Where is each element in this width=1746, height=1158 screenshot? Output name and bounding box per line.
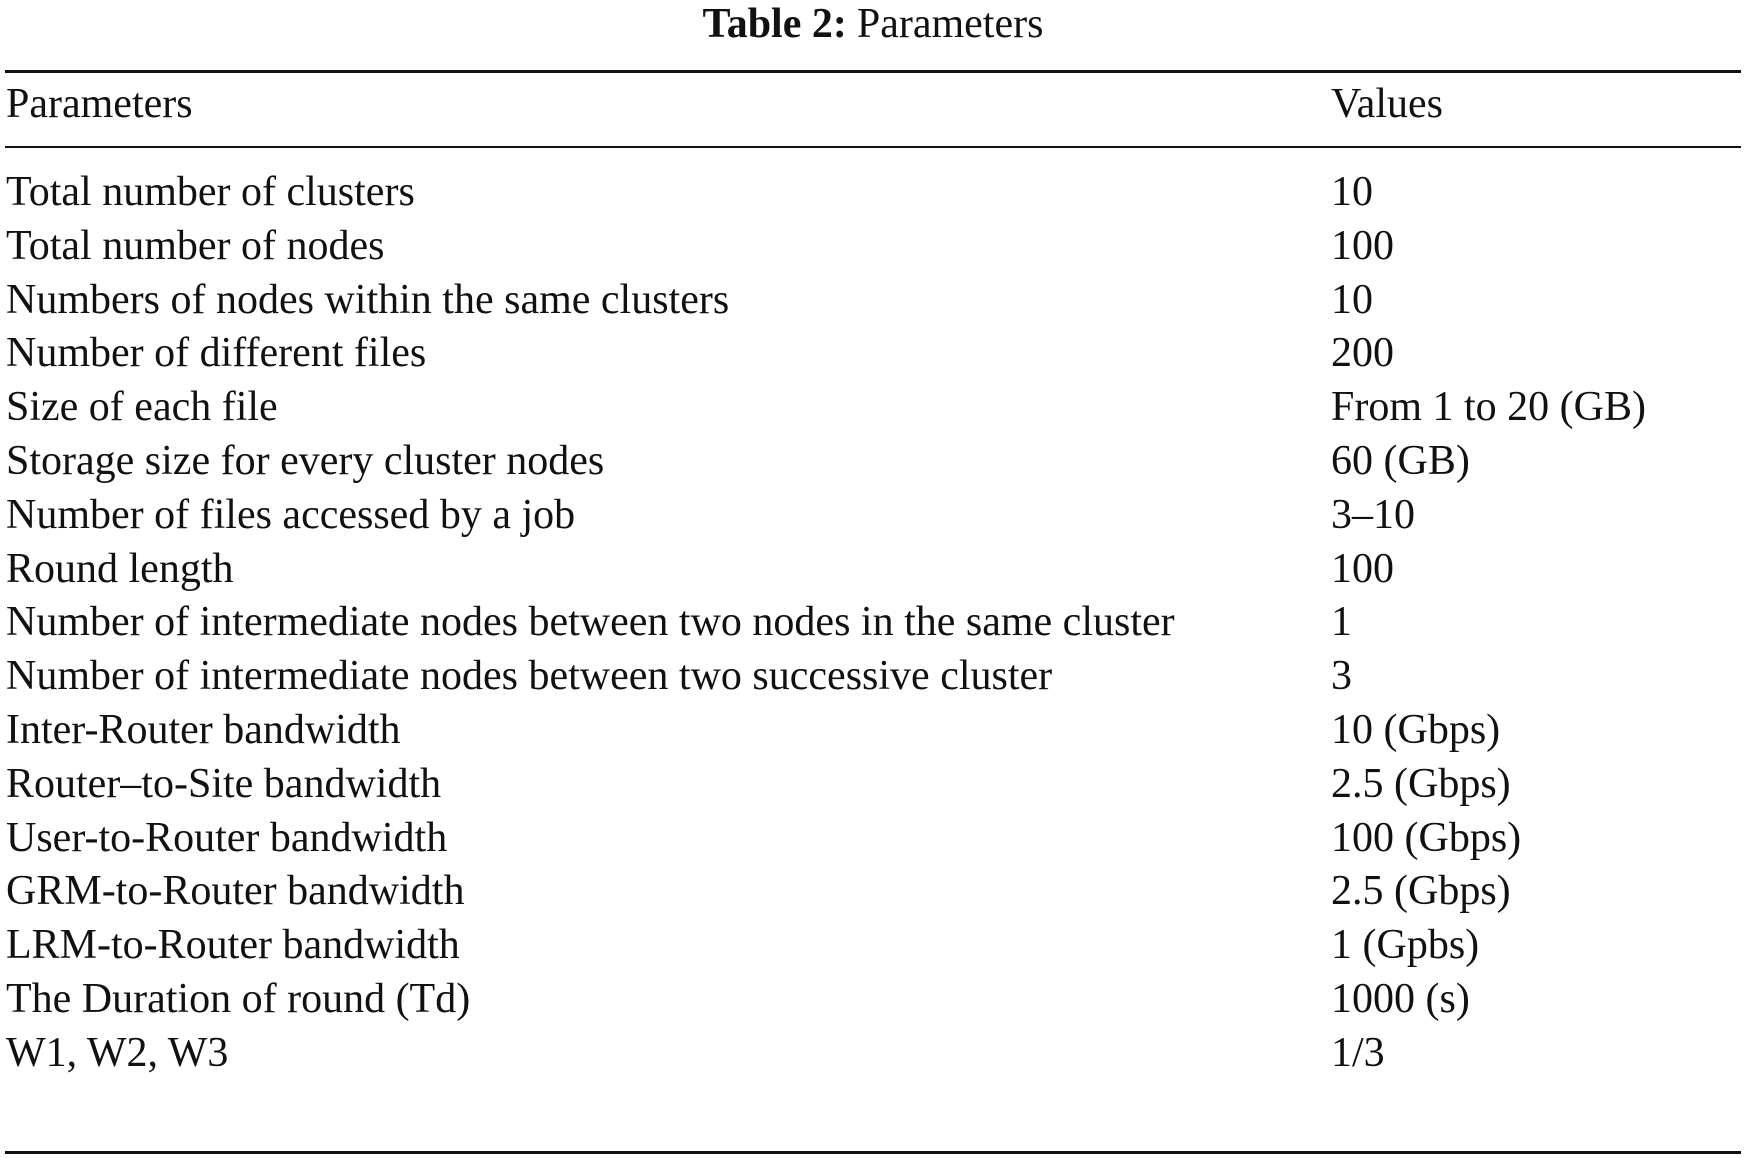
value-cell: 2.5 (Gbps) [1331, 868, 1511, 915]
value-cell: 100 (Gbps) [1331, 814, 1522, 861]
column-header-parameters: Parameters [6, 81, 193, 127]
value-cell: 10 [1331, 276, 1373, 323]
table-row: Number of different files 200 [0, 327, 1746, 381]
value-cell: 1 [1331, 599, 1352, 646]
value-cell: 10 (Gbps) [1331, 706, 1501, 753]
parameter-cell: Total number of nodes [6, 222, 385, 269]
parameter-cell: Number of files accessed by a job [6, 491, 576, 538]
value-cell: 100 [1331, 545, 1394, 592]
parameter-cell: Size of each file [6, 384, 278, 431]
table-row: Total number of nodes 100 [0, 220, 1746, 274]
value-cell: 60 (GB) [1331, 437, 1470, 484]
parameter-cell: Number of intermediate nodes between two… [6, 653, 1053, 700]
parameter-cell: User-to-Router bandwidth [6, 814, 448, 861]
table-row: Number of intermediate nodes between two… [0, 650, 1746, 704]
parameter-cell: Number of different files [6, 330, 427, 377]
parameter-cell: Inter-Router bandwidth [6, 706, 401, 753]
table-caption-label: Table 2: [702, 1, 847, 47]
table-caption: Table 2:Parameters [0, 0, 1746, 48]
value-cell: 1 (Gpbs) [1331, 922, 1480, 969]
table-row: W1, W2, W3 1/3 [0, 1027, 1746, 1081]
parameter-cell: LRM-to-Router bandwidth [6, 922, 460, 969]
value-cell: 100 [1331, 222, 1394, 269]
value-cell: 200 [1331, 330, 1394, 377]
parameter-cell: GRM-to-Router bandwidth [6, 868, 465, 915]
parameter-cell: Round length [6, 545, 234, 592]
value-cell: 3–10 [1331, 491, 1415, 538]
table-row: User-to-Router bandwidth 100 (Gbps) [0, 812, 1746, 866]
parameter-cell: Storage size for every cluster nodes [6, 437, 605, 484]
table-row: Number of intermediate nodes between two… [0, 596, 1746, 650]
table-caption-title: Parameters [856, 1, 1044, 47]
parameter-cell: Total number of clusters [6, 169, 415, 215]
table-row: LRM-to-Router bandwidth 1 (Gpbs) [0, 919, 1746, 973]
table-top-rule [5, 70, 1741, 73]
column-header-values: Values [1331, 81, 1443, 127]
table-row: Router–to-Site bandwidth 2.5 (Gbps) [0, 758, 1746, 812]
parameter-cell: The Duration of round (Td) [6, 975, 471, 1022]
parameter-cell: Number of intermediate nodes between two… [6, 599, 1175, 646]
table-row: Number of files accessed by a job 3–10 [0, 489, 1746, 543]
value-cell: 10 [1331, 169, 1373, 215]
table-header-rule [5, 146, 1741, 148]
table-header-row: Parameters Values [0, 78, 1746, 136]
parameter-cell: Router–to-Site bandwidth [6, 760, 442, 807]
table-row: Total number of clusters 10 [0, 166, 1746, 220]
value-cell: 1000 (s) [1331, 975, 1470, 1022]
value-cell: 3 [1331, 653, 1352, 700]
value-cell: 1/3 [1331, 1029, 1385, 1076]
table-body: Total number of clusters 10 Total number… [0, 166, 1746, 1081]
table-row: Storage size for every cluster nodes 60 … [0, 435, 1746, 489]
table-row: Numbers of nodes within the same cluster… [0, 274, 1746, 328]
table-row: Size of each file From 1 to 20 (GB) [0, 381, 1746, 435]
table-row: The Duration of round (Td) 1000 (s) [0, 973, 1746, 1027]
table-row: GRM-to-Router bandwidth 2.5 (Gbps) [0, 865, 1746, 919]
table-row: Inter-Router bandwidth 10 (Gbps) [0, 704, 1746, 758]
value-cell: 2.5 (Gbps) [1331, 760, 1511, 807]
parameter-cell: Numbers of nodes within the same cluster… [6, 276, 730, 323]
table-bottom-rule [5, 1151, 1741, 1154]
value-cell: From 1 to 20 (GB) [1331, 384, 1646, 431]
table-row: Round length 100 [0, 543, 1746, 597]
parameter-cell: W1, W2, W3 [6, 1029, 229, 1076]
